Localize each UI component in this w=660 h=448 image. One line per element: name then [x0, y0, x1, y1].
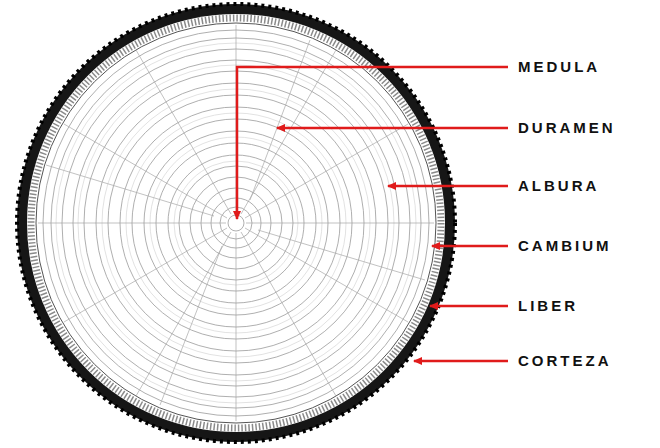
leader-arrow: [414, 360, 508, 363]
leader-arrow: [432, 245, 508, 248]
leader-arrow: [430, 305, 508, 308]
leader-lines: [237, 67, 508, 361]
part-label: CORTEZA: [518, 352, 612, 370]
part-label: MEDULA: [518, 58, 600, 76]
part-label: LIBER: [518, 297, 578, 315]
leader-arrow: [237, 67, 508, 219]
part-label: CAMBIUM: [518, 237, 612, 255]
part-label: ALBURA: [518, 177, 599, 195]
leader-arrow: [388, 185, 508, 188]
part-label: DURAMEN: [518, 119, 616, 137]
leader-arrow: [277, 127, 508, 130]
